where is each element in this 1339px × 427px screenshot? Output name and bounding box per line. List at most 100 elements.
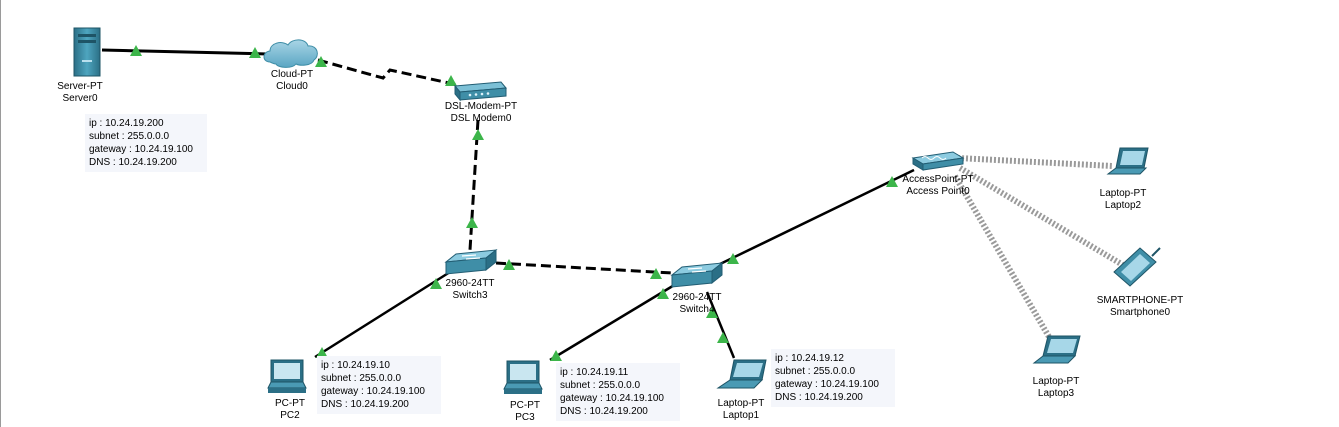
device-name: Server0 bbox=[62, 93, 98, 104]
switch3-icon[interactable] bbox=[444, 248, 498, 275]
status-triangle bbox=[472, 129, 484, 140]
link-switch4-pc3[interactable] bbox=[549, 282, 677, 362]
device-type: SMARTPHONE-PT bbox=[1096, 295, 1184, 306]
note-gateway: gateway : 10.24.19.100 bbox=[321, 386, 425, 397]
note-ip: ip : 10.24.19.10 bbox=[321, 360, 390, 371]
pc2-ip-note[interactable]: ip : 10.24.19.10 subnet : 255.0.0.0 gate… bbox=[317, 356, 441, 414]
laptop1-ip-note[interactable]: ip : 10.24.19.12 subnet : 255.0.0.0 gate… bbox=[771, 349, 895, 407]
status-triangle bbox=[430, 278, 442, 289]
link-cloud-modem[interactable] bbox=[317, 58, 459, 87]
status-triangle bbox=[650, 268, 662, 279]
device-type: 2960-24TT bbox=[445, 278, 495, 289]
laptop2-icon[interactable] bbox=[1106, 147, 1149, 175]
status-triangle bbox=[316, 347, 328, 358]
device-name: Laptop2 bbox=[1104, 200, 1142, 211]
note-dns: DNS : 10.24.19.200 bbox=[89, 157, 177, 168]
pc3-icon[interactable] bbox=[503, 360, 543, 394]
status-triangle bbox=[727, 253, 739, 264]
status-triangle bbox=[249, 47, 261, 58]
note-ip: ip : 10.24.19.11 bbox=[560, 367, 629, 378]
switch4-label: 2960-24TT Switch4 bbox=[667, 292, 727, 316]
status-triangle bbox=[657, 288, 669, 299]
link-server-cloud[interactable] bbox=[101, 48, 269, 56]
device-type: Server-PT bbox=[57, 81, 103, 92]
device-type: Cloud-PT bbox=[270, 69, 314, 80]
status-triangle bbox=[466, 217, 478, 228]
device-type: Laptop-PT bbox=[1032, 376, 1080, 387]
note-ip: ip : 10.24.19.12 bbox=[775, 353, 844, 364]
link-status-indicators bbox=[130, 45, 898, 361]
device-name: Smartphone0 bbox=[1109, 307, 1171, 318]
pc2-icon[interactable] bbox=[267, 359, 307, 393]
link-modem-switch3[interactable] bbox=[468, 119, 480, 251]
laptop3-label: Laptop-PT Laptop3 bbox=[1026, 376, 1086, 400]
device-name: Access Point0 bbox=[906, 186, 970, 197]
link-switch4-laptop1[interactable] bbox=[705, 291, 736, 359]
device-type: AccessPoint-PT bbox=[902, 174, 974, 185]
note-subnet: subnet : 255.0.0.0 bbox=[775, 366, 856, 377]
modem0-label: DSL-Modem-PT DSL Modem0 bbox=[436, 101, 526, 125]
switch3-label: 2960-24TT Switch3 bbox=[440, 278, 500, 302]
pc3-label: PC-PT PC3 bbox=[503, 400, 547, 424]
smartphone0-icon[interactable] bbox=[1113, 247, 1161, 287]
device-type: Laptop-PT bbox=[717, 398, 765, 409]
laptop1-icon[interactable] bbox=[716, 359, 767, 389]
device-type: Laptop-PT bbox=[1099, 188, 1147, 199]
server-icon[interactable] bbox=[73, 27, 101, 77]
cloud0-label: Cloud-PT Cloud0 bbox=[262, 69, 322, 93]
device-type: 2960-24TT bbox=[672, 292, 722, 303]
smartphone0-label: SMARTPHONE-PT Smartphone0 bbox=[1090, 295, 1190, 319]
server-ip-note[interactable]: ip : 10.24.19.200 subnet : 255.0.0.0 gat… bbox=[85, 114, 207, 172]
status-triangle bbox=[550, 350, 562, 361]
wireless-ap-laptop3 bbox=[952, 174, 1055, 344]
link-switch4-accesspoint[interactable] bbox=[717, 168, 915, 267]
note-dns: DNS : 10.24.19.200 bbox=[321, 399, 409, 410]
device-name: DSL Modem0 bbox=[450, 113, 512, 124]
device-name: PC2 bbox=[280, 410, 300, 421]
note-subnet: subnet : 255.0.0.0 bbox=[321, 373, 402, 384]
device-type: DSL-Modem-PT bbox=[444, 101, 518, 112]
device-type: PC-PT bbox=[275, 398, 305, 409]
link-switch3-switch4[interactable] bbox=[495, 261, 673, 275]
device-name: PC3 bbox=[515, 412, 535, 423]
ap0-label: AccessPoint-PT Access Point0 bbox=[893, 174, 983, 198]
pc3-ip-note[interactable]: ip : 10.24.19.11 subnet : 255.0.0.0 gate… bbox=[556, 363, 680, 421]
wireless-ap-smartphone0 bbox=[958, 165, 1130, 271]
wireless-links bbox=[952, 155, 1130, 344]
status-triangle bbox=[886, 176, 898, 187]
device-name: Cloud0 bbox=[276, 81, 308, 92]
device-type: PC-PT bbox=[510, 400, 540, 411]
status-triangle bbox=[717, 332, 729, 343]
note-ip: ip : 10.24.19.200 bbox=[89, 118, 164, 129]
status-triangle bbox=[445, 75, 457, 86]
status-triangle bbox=[706, 307, 718, 318]
status-triangle bbox=[130, 45, 142, 56]
link-switch3-pc2[interactable] bbox=[314, 270, 451, 359]
switch4-icon[interactable] bbox=[670, 261, 724, 288]
status-triangle bbox=[315, 56, 327, 67]
note-gateway: gateway : 10.24.19.100 bbox=[89, 144, 193, 155]
note-gateway: gateway : 10.24.19.100 bbox=[560, 393, 664, 404]
workspace-edge bbox=[0, 0, 1, 427]
device-name: Switch4 bbox=[679, 304, 715, 315]
note-dns: DNS : 10.24.19.200 bbox=[560, 406, 648, 417]
note-dns: DNS : 10.24.19.200 bbox=[775, 392, 863, 403]
cloud-icon[interactable] bbox=[263, 39, 318, 68]
note-gateway: gateway : 10.24.19.100 bbox=[775, 379, 879, 390]
device-name: Laptop1 bbox=[722, 410, 760, 421]
access-point-icon[interactable] bbox=[911, 151, 965, 171]
laptop3-icon[interactable] bbox=[1032, 335, 1081, 364]
status-triangle bbox=[503, 259, 515, 270]
laptop2-label: Laptop-PT Laptop2 bbox=[1093, 188, 1153, 212]
links bbox=[101, 48, 915, 362]
laptop1-label: Laptop-PT Laptop1 bbox=[710, 398, 772, 422]
device-name: Switch3 bbox=[452, 290, 488, 301]
pc2-label: PC-PT PC2 bbox=[268, 398, 312, 422]
wireless-ap-laptop2 bbox=[957, 155, 1113, 169]
server0-label: Server-PT Server0 bbox=[50, 81, 110, 105]
device-name: Laptop3 bbox=[1037, 388, 1075, 399]
note-subnet: subnet : 255.0.0.0 bbox=[560, 380, 641, 391]
dsl-modem-icon[interactable] bbox=[454, 81, 507, 102]
note-subnet: subnet : 255.0.0.0 bbox=[89, 131, 170, 142]
